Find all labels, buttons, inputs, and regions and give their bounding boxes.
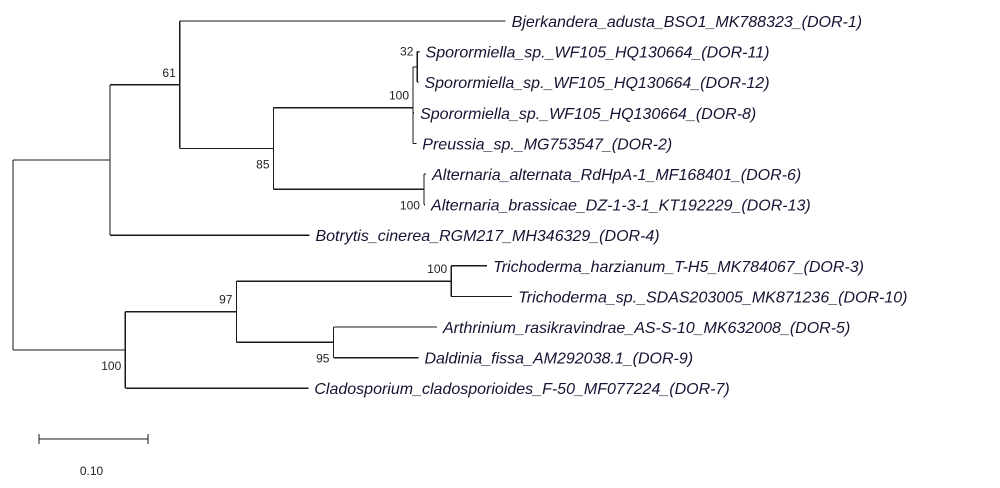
bootstrap-value: 85 bbox=[256, 158, 270, 172]
bootstrap-value: 61 bbox=[162, 66, 176, 80]
taxon-label: Bjerkandera_adusta_BSO1_MK788323_(DOR-1) bbox=[512, 14, 862, 31]
taxon-label: Cladosporium_cladosporioides_F-50_MF0772… bbox=[314, 381, 729, 398]
taxon-label: Trichoderma_sp._SDAS203005_MK871236_(DOR… bbox=[518, 289, 907, 306]
taxon-label: Sporormiella_sp._WF105_HQ130664_(DOR-11) bbox=[426, 45, 770, 62]
bootstrap-value: 100 bbox=[101, 359, 121, 373]
taxon-label: Preussia_sp._MG753547_(DOR-2) bbox=[422, 136, 672, 153]
bootstrap-value: 97 bbox=[219, 293, 233, 307]
taxon-label: Botrytis_cinerea_RGM217_MH346329_(DOR-4) bbox=[315, 228, 659, 245]
taxon-label: Arthrinium_rasikravindrae_AS-S-10_MK6320… bbox=[442, 320, 850, 337]
bootstrap-value: 100 bbox=[389, 89, 409, 103]
branches bbox=[12, 20, 513, 389]
labels: Bjerkandera_adusta_BSO1_MK788323_(DOR-1)… bbox=[101, 14, 907, 398]
taxon-label: Alternaria_alternata_RdHpA-1_MF168401_(D… bbox=[431, 167, 801, 184]
taxon-label: Trichoderma_harzianum_T-H5_MK784067_(DOR… bbox=[493, 259, 864, 276]
taxon-label: Alternaria_brassicae_DZ-1-3-1_KT192229_(… bbox=[430, 198, 811, 215]
bootstrap-value: 32 bbox=[400, 45, 414, 59]
taxon-label: Daldinia_fissa_AM292038.1_(DOR-9) bbox=[424, 351, 693, 368]
bootstrap-value: 100 bbox=[427, 262, 447, 276]
scale-bar: 0.10 bbox=[38, 434, 149, 478]
scale-bar-label: 0.10 bbox=[80, 464, 104, 478]
taxon-label: Sporormiella_sp._WF105_HQ130664_(DOR-12) bbox=[424, 75, 769, 92]
taxon-label: Sporormiella_sp._WF105_HQ130664_(DOR-8) bbox=[420, 106, 756, 123]
bootstrap-value: 95 bbox=[316, 351, 330, 365]
bootstrap-value: 100 bbox=[400, 198, 420, 212]
